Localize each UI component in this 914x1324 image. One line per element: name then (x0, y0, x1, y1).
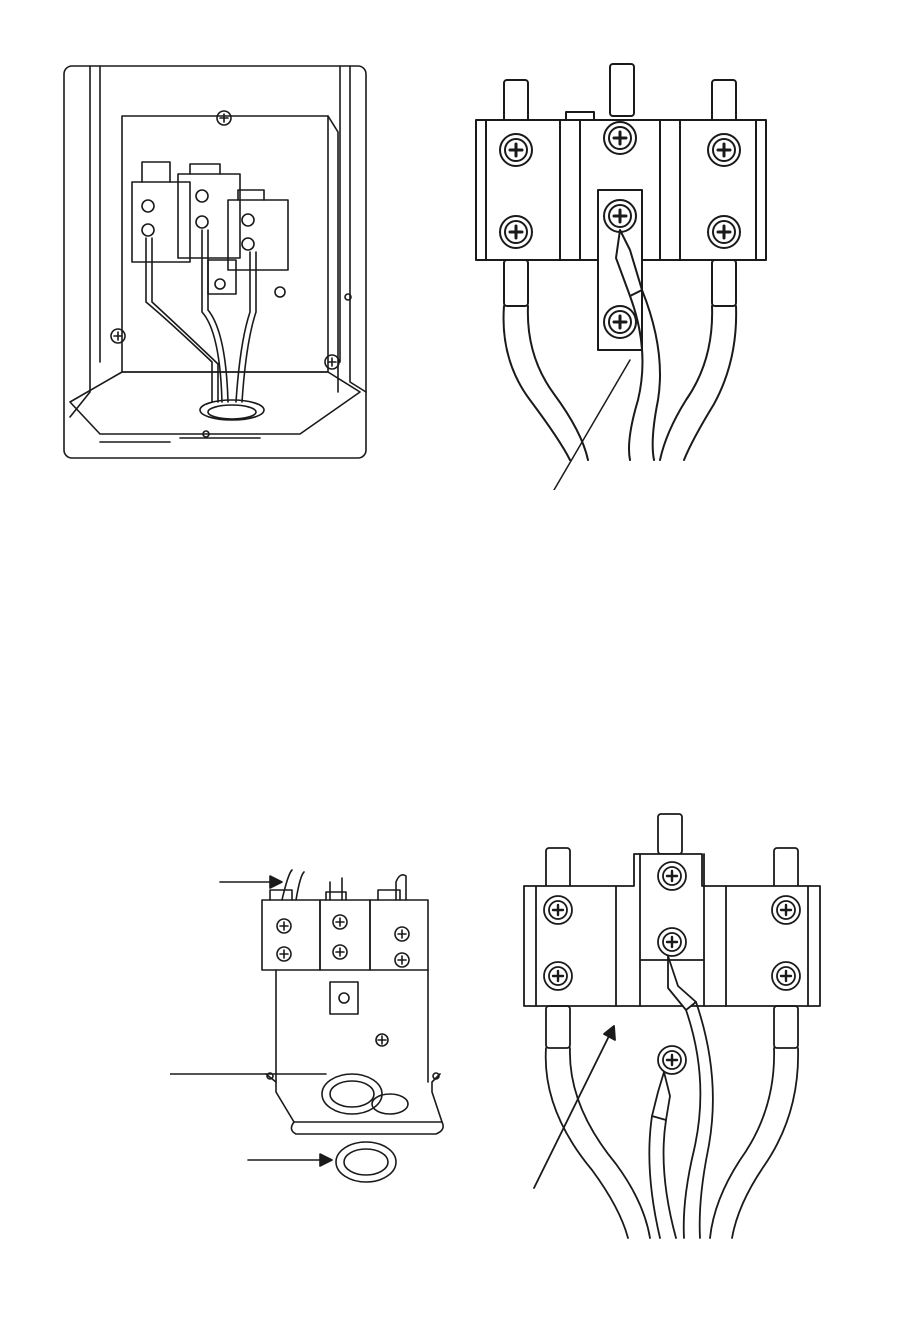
terminal-blocks (262, 890, 428, 970)
arrow-top (220, 876, 282, 888)
screw-strap-upper (604, 200, 636, 232)
terminal-lug-right-bottom (712, 260, 736, 306)
terminal-lug-right-top (712, 80, 736, 124)
terminal-screw (395, 953, 409, 967)
three-wire-terminal-illustration (470, 60, 770, 490)
terminal-screw (333, 915, 347, 929)
bracket-sides (276, 970, 428, 1082)
terminal-lug-left-bottom (504, 260, 528, 306)
ground-clip (330, 982, 358, 1014)
frame-screw-right (325, 355, 339, 369)
grommet-installed (322, 1074, 408, 1114)
screw-strap-lower (604, 306, 636, 338)
terminal-lug-center-top (610, 64, 634, 116)
screw-right-lower (772, 962, 800, 990)
lug-right-top (774, 848, 798, 890)
screw-center-upper (658, 862, 686, 890)
lug-left-bottom (546, 1006, 570, 1048)
terminal-lug-left-top (504, 80, 528, 124)
terminal-screw (277, 947, 291, 961)
terminal-block-group (132, 162, 288, 294)
grommet-loose (336, 1142, 396, 1182)
screw-ground (658, 1046, 686, 1074)
four-wire-terminal-illustration (520, 810, 830, 1240)
arrow-bottom (248, 1154, 332, 1166)
lug-left-top (546, 848, 570, 890)
ground-symbol (376, 1034, 388, 1046)
panel-bottom-right (520, 810, 830, 1240)
panel-top-left (60, 62, 372, 462)
screw-right-lower (708, 216, 740, 248)
screw-left-upper (544, 896, 572, 924)
pointer-line (554, 360, 630, 490)
housing-right-wall (350, 66, 366, 392)
cables (546, 1002, 798, 1238)
terminal-block-housing-illustration (60, 62, 372, 462)
screw-right-upper (708, 134, 740, 166)
screw-left-lower (500, 216, 532, 248)
screw-left-lower (544, 962, 572, 990)
screw-left-upper (500, 134, 532, 166)
panel-frame (64, 66, 366, 458)
screw-center-middle (658, 928, 686, 956)
terminal-block-grommet-illustration (170, 860, 470, 1190)
bottom-shelf (70, 372, 360, 434)
panel-top-right (470, 60, 770, 490)
panel-bottom-left (170, 860, 470, 1190)
terminal-screw (277, 919, 291, 933)
frame-screw-top (217, 111, 231, 125)
screw-center-upper (604, 122, 636, 154)
frame-screw-left (111, 329, 125, 343)
terminal-screw (395, 927, 409, 941)
lug-center-top (658, 814, 682, 854)
terminal-screw (333, 945, 347, 959)
bracket-plate (122, 116, 328, 372)
screw-right-upper (772, 896, 800, 924)
lug-right-bottom (774, 1006, 798, 1048)
lug-ground (652, 1072, 670, 1120)
housing-left-wall (70, 66, 90, 417)
